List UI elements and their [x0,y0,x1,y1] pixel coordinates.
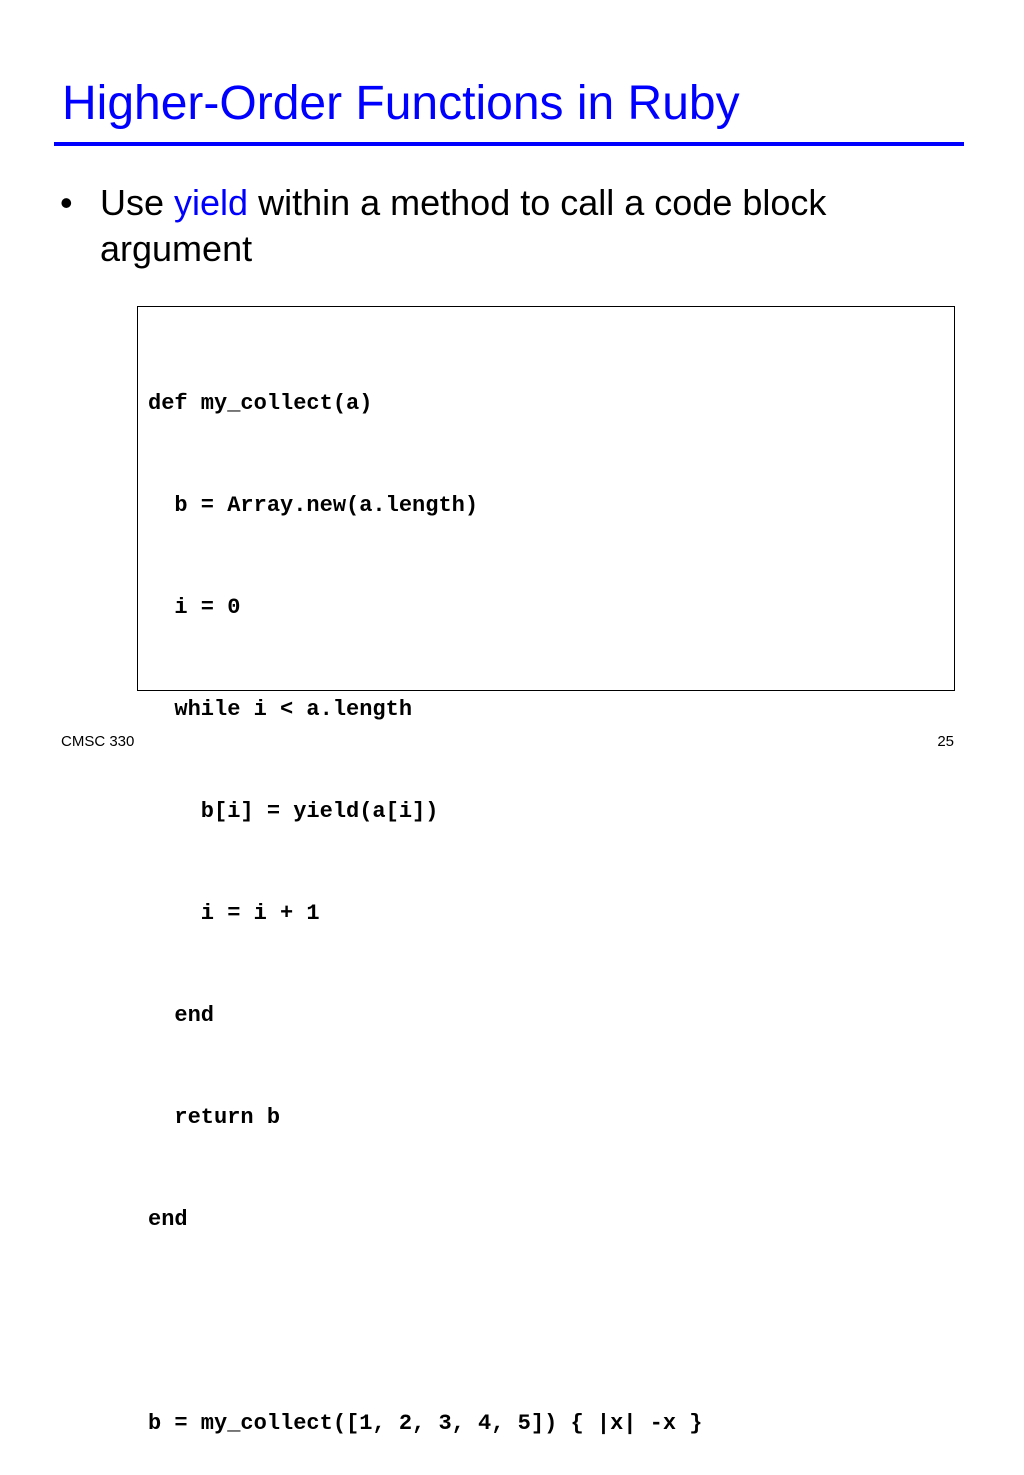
slide-title: Higher-Order Functions in Ruby [62,77,740,130]
code-line: end [148,1003,215,1028]
code-line: b = my_collect([1, 2, 3, 4, 5]) { |x| -x… [148,1411,703,1436]
bullet-point: • Use yield within a method to call a co… [60,180,940,272]
code-line: b[i] = yield(a[i]) [148,799,439,824]
code-line: return b [148,1105,281,1130]
code-line: end [148,1207,188,1232]
bullet-marker: • [60,182,73,223]
code-line: while i < a.length [148,697,413,722]
code-line: i = 0 [148,595,241,620]
bullet-text-after: within a method to call a code block arg… [100,182,827,270]
code-line: def my_collect(a) [148,391,373,416]
title-underline [54,142,964,146]
code-line: i = i + 1 [148,901,320,926]
yield-keyword: yield [174,182,249,223]
footer-page-number: 25 [937,733,954,750]
code-block: def my_collect(a) b = Array.new(a.length… [137,306,955,1436]
footer-course: CMSC 330 [61,733,135,750]
bullet-text: Use yield within a method to call a code… [60,180,940,272]
code-line-blank [148,1305,954,1339]
bullet-text-before: Use [100,182,175,223]
code-line: b = Array.new(a.length) [148,493,479,518]
